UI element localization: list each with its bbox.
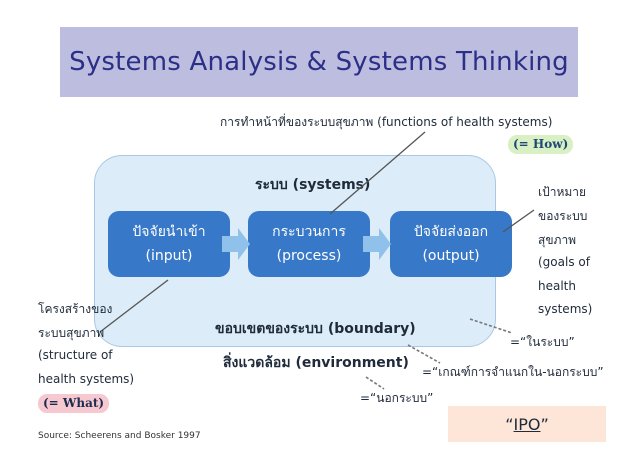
in-system-pointer (469, 318, 513, 334)
input-thai-label: ปัจจัยนำเข้า (132, 224, 206, 240)
structure-line: โครงสร้างของ (38, 302, 113, 316)
ipo-open-quote: “ (505, 414, 514, 434)
out-system-label: =“นอกระบบ” (360, 391, 434, 405)
boundary-label: ขอบเขตของระบบ (boundary) (215, 321, 416, 337)
process-en-label: (process) (276, 248, 342, 264)
output-thai-label: ปัจจัยส่งออก (413, 224, 489, 240)
ipo-close-quote: ” (540, 414, 549, 434)
goals-pointer-line (502, 209, 535, 233)
goals-line: systems) (538, 302, 593, 316)
structure-line: (structure of (38, 348, 113, 362)
goals-line: สุขภาพ (538, 233, 577, 247)
title-band (60, 27, 578, 97)
input-box: ปัจจัยนำเข้า (input) (108, 211, 230, 277)
output-en-label: (output) (422, 248, 480, 264)
goals-line: ของระบบ (538, 209, 588, 223)
process-thai-label: กระบวนการ (272, 224, 346, 240)
how-badge: (= How) (508, 135, 574, 154)
structure-line: health systems) (38, 372, 135, 386)
functions-pointer-line (329, 131, 426, 215)
slide-title: Systems Analysis & Systems Thinking (69, 47, 569, 77)
criteria-label: =“เกณฑ์การจำแนกใน-นอกระบบ” (422, 365, 604, 379)
goals-line: (goals of (538, 255, 590, 269)
out-system-pointer (365, 376, 385, 390)
what-badge: (= What) (38, 394, 110, 413)
ipo-link[interactable]: IPO (513, 414, 541, 434)
process-box: กระบวนการ (process) (248, 211, 370, 277)
arrow-input-to-process (222, 228, 250, 260)
output-box: ปัจจัยส่งออก (output) (390, 211, 512, 277)
environment-label: สิ่งแวดล้อม (environment) (223, 355, 409, 371)
goals-line: เป้าหมาย (538, 185, 587, 199)
criteria-pointer (407, 344, 441, 364)
arrow-process-to-output (363, 228, 391, 260)
system-label: ระบบ (systems) (255, 177, 371, 193)
structure-line: ระบบสุขภาพ (38, 326, 105, 340)
structure-pointer-line (99, 279, 169, 333)
functions-label: การทำหน้าที่ของระบบสุขภาพ (functions of … (220, 115, 553, 129)
source-citation: Source: Scheerens and Bosker 1997 (38, 431, 201, 441)
in-system-label: =“ในระบบ” (510, 335, 575, 349)
goals-line: health (538, 279, 576, 293)
ipo-box: “IPO” (448, 406, 606, 442)
input-en-label: (input) (145, 248, 193, 264)
